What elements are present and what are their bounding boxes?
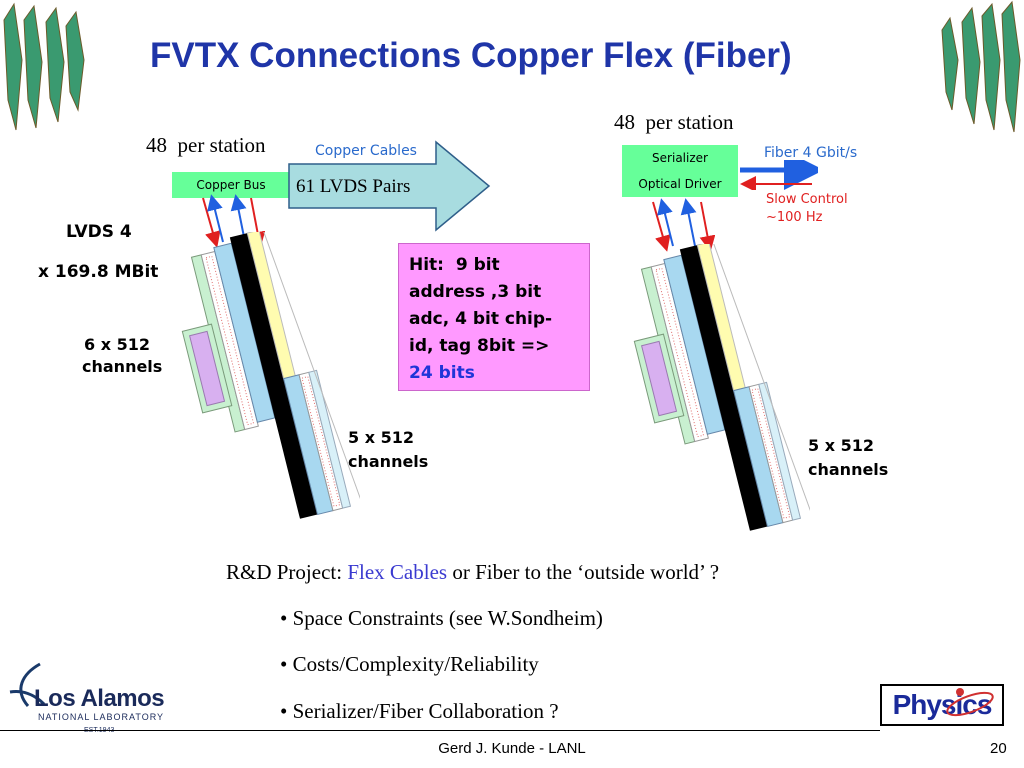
- left-chip-icon: [181, 323, 233, 414]
- left-5x512-line1: 5 x 512: [348, 428, 414, 447]
- left-5x512-line2: channels: [348, 452, 429, 471]
- serializer-label: Serializer: [652, 151, 708, 165]
- lvds-big-arrow: [288, 140, 491, 232]
- right-5x512-line2: channels: [808, 460, 889, 479]
- right-signal-arrows: [652, 198, 715, 252]
- rd-prefix: R&D Project:: [226, 560, 348, 584]
- rd-suffix: or Fiber to the ‘outside world’ ?: [447, 560, 720, 584]
- lvds-pairs-label: 61 LVDS Pairs: [296, 176, 411, 197]
- fiber-arrows: [740, 160, 818, 190]
- right-5x512-line1: 5 x 512: [808, 436, 874, 455]
- optical-driver-label: Optical Driver: [638, 177, 722, 191]
- right-sensor-wedge: [640, 244, 810, 531]
- rd-project-line: R&D Project: Flex Cables or Fiber to the…: [226, 560, 719, 585]
- copper-cables-label: Copper Cables: [315, 143, 417, 159]
- right-chip-icon: [633, 333, 685, 424]
- right-per-station: 48 per station: [614, 110, 734, 134]
- page-title: FVTX Connections Copper Flex (Fiber): [150, 36, 792, 75]
- rd-bullet-3: • Serializer/Fiber Collaboration ?: [280, 699, 559, 723]
- physics-orbit-icon: [946, 688, 994, 717]
- lanl-subtitle: NATIONAL LABORATORY: [38, 712, 165, 722]
- fiber-label: Fiber 4 Gbit/s: [764, 145, 858, 161]
- left-6x512-line2: channels: [82, 357, 163, 376]
- lanl-name: Los Alamos: [34, 685, 165, 712]
- hit-line-2: address ,3 bit: [409, 282, 542, 302]
- physics-logo: Physics: [880, 684, 1004, 726]
- rd-bullet-1: • Space Constraints (see W.Sondheim): [280, 606, 603, 630]
- left-per-station: 48 per station: [146, 133, 266, 157]
- hit-line-4: id, tag 8bit =>: [409, 336, 550, 356]
- detector-logo-right: [941, 0, 1021, 133]
- footer-author: Gerd J. Kunde - LANL: [438, 740, 586, 757]
- hit-format-box: Hit: 9 bit address ,3 bit adc, 4 bit chi…: [398, 243, 590, 391]
- slow-control-line2: ~100 Hz: [766, 210, 823, 225]
- page-number: 20: [990, 740, 1007, 757]
- detector-logo-left: [3, 2, 85, 131]
- rd-highlight: Flex Cables: [347, 560, 448, 584]
- rd-bullet-2: • Costs/Complexity/Reliability: [280, 652, 539, 676]
- lanl-logo-mark: [9, 662, 46, 707]
- copper-bus-label: Copper Bus: [196, 178, 266, 192]
- slow-control-line1: Slow Control: [766, 192, 848, 207]
- lvds-rate-line1: LVDS 4: [66, 222, 132, 242]
- serializer-box: Serializer Optical Driver: [622, 145, 738, 197]
- hit-line-1: Hit: 9 bit: [409, 255, 500, 275]
- lvds-rate-line2: x 169.8 MBit: [38, 262, 159, 282]
- hit-line-5: 24 bits: [409, 363, 475, 383]
- footer-divider: [0, 730, 880, 731]
- hit-line-3: adc, 4 bit chip-: [409, 309, 553, 329]
- left-6x512-line1: 6 x 512: [84, 335, 150, 354]
- copper-bus-box: Copper Bus: [172, 172, 290, 198]
